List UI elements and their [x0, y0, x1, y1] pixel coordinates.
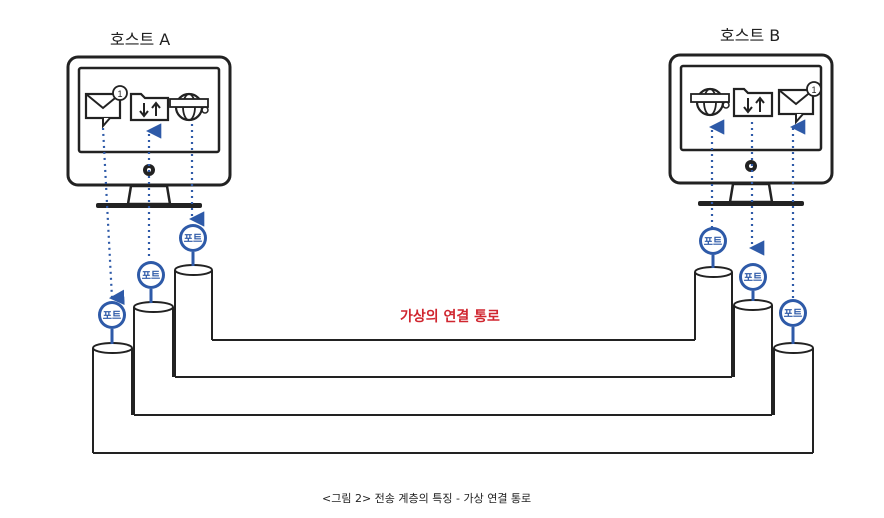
web-browser-icon — [169, 92, 209, 122]
web-browser-icon — [690, 87, 730, 117]
mail-icon: 1 — [84, 85, 128, 129]
port-label: 포트 — [784, 308, 802, 320]
port-pin: 포트 — [779, 299, 807, 344]
virtual-channel-label: 가상의 연결 통로 — [400, 309, 500, 325]
connector-mail-a — [101, 127, 125, 306]
port-pin: 포트 — [98, 301, 126, 344]
port-pin: 포트 — [699, 227, 727, 268]
port-label: 포트 — [184, 233, 202, 245]
virtual-channel-pipe-2 — [133, 299, 773, 416]
file-transfer-icon — [129, 92, 170, 122]
port-pin: 포트 — [179, 224, 207, 266]
port-label: 포트 — [744, 272, 762, 284]
virtual-channel-pipe-3 — [92, 342, 814, 454]
notification-badge: 1 — [811, 85, 816, 95]
port-label: 포트 — [704, 236, 722, 248]
port-label: 포트 — [103, 310, 121, 322]
mail-icon: 1 — [777, 81, 822, 125]
virtual-channel-pipe-1 — [174, 264, 733, 378]
file-transfer-icon — [732, 87, 774, 118]
port-pin: 포트 — [739, 263, 767, 301]
port-pin: 포트 — [137, 261, 165, 303]
figure-caption: <그림 2> 전송 계층의 특징 - 가상 연결 통로 — [322, 492, 532, 505]
host-a-label: 호스트 A — [110, 30, 171, 49]
notification-badge: 1 — [117, 89, 122, 99]
port-label: 포트 — [142, 270, 160, 282]
host-b-label: 호스트 B — [720, 26, 781, 45]
host-a-monitor — [66, 55, 232, 208]
